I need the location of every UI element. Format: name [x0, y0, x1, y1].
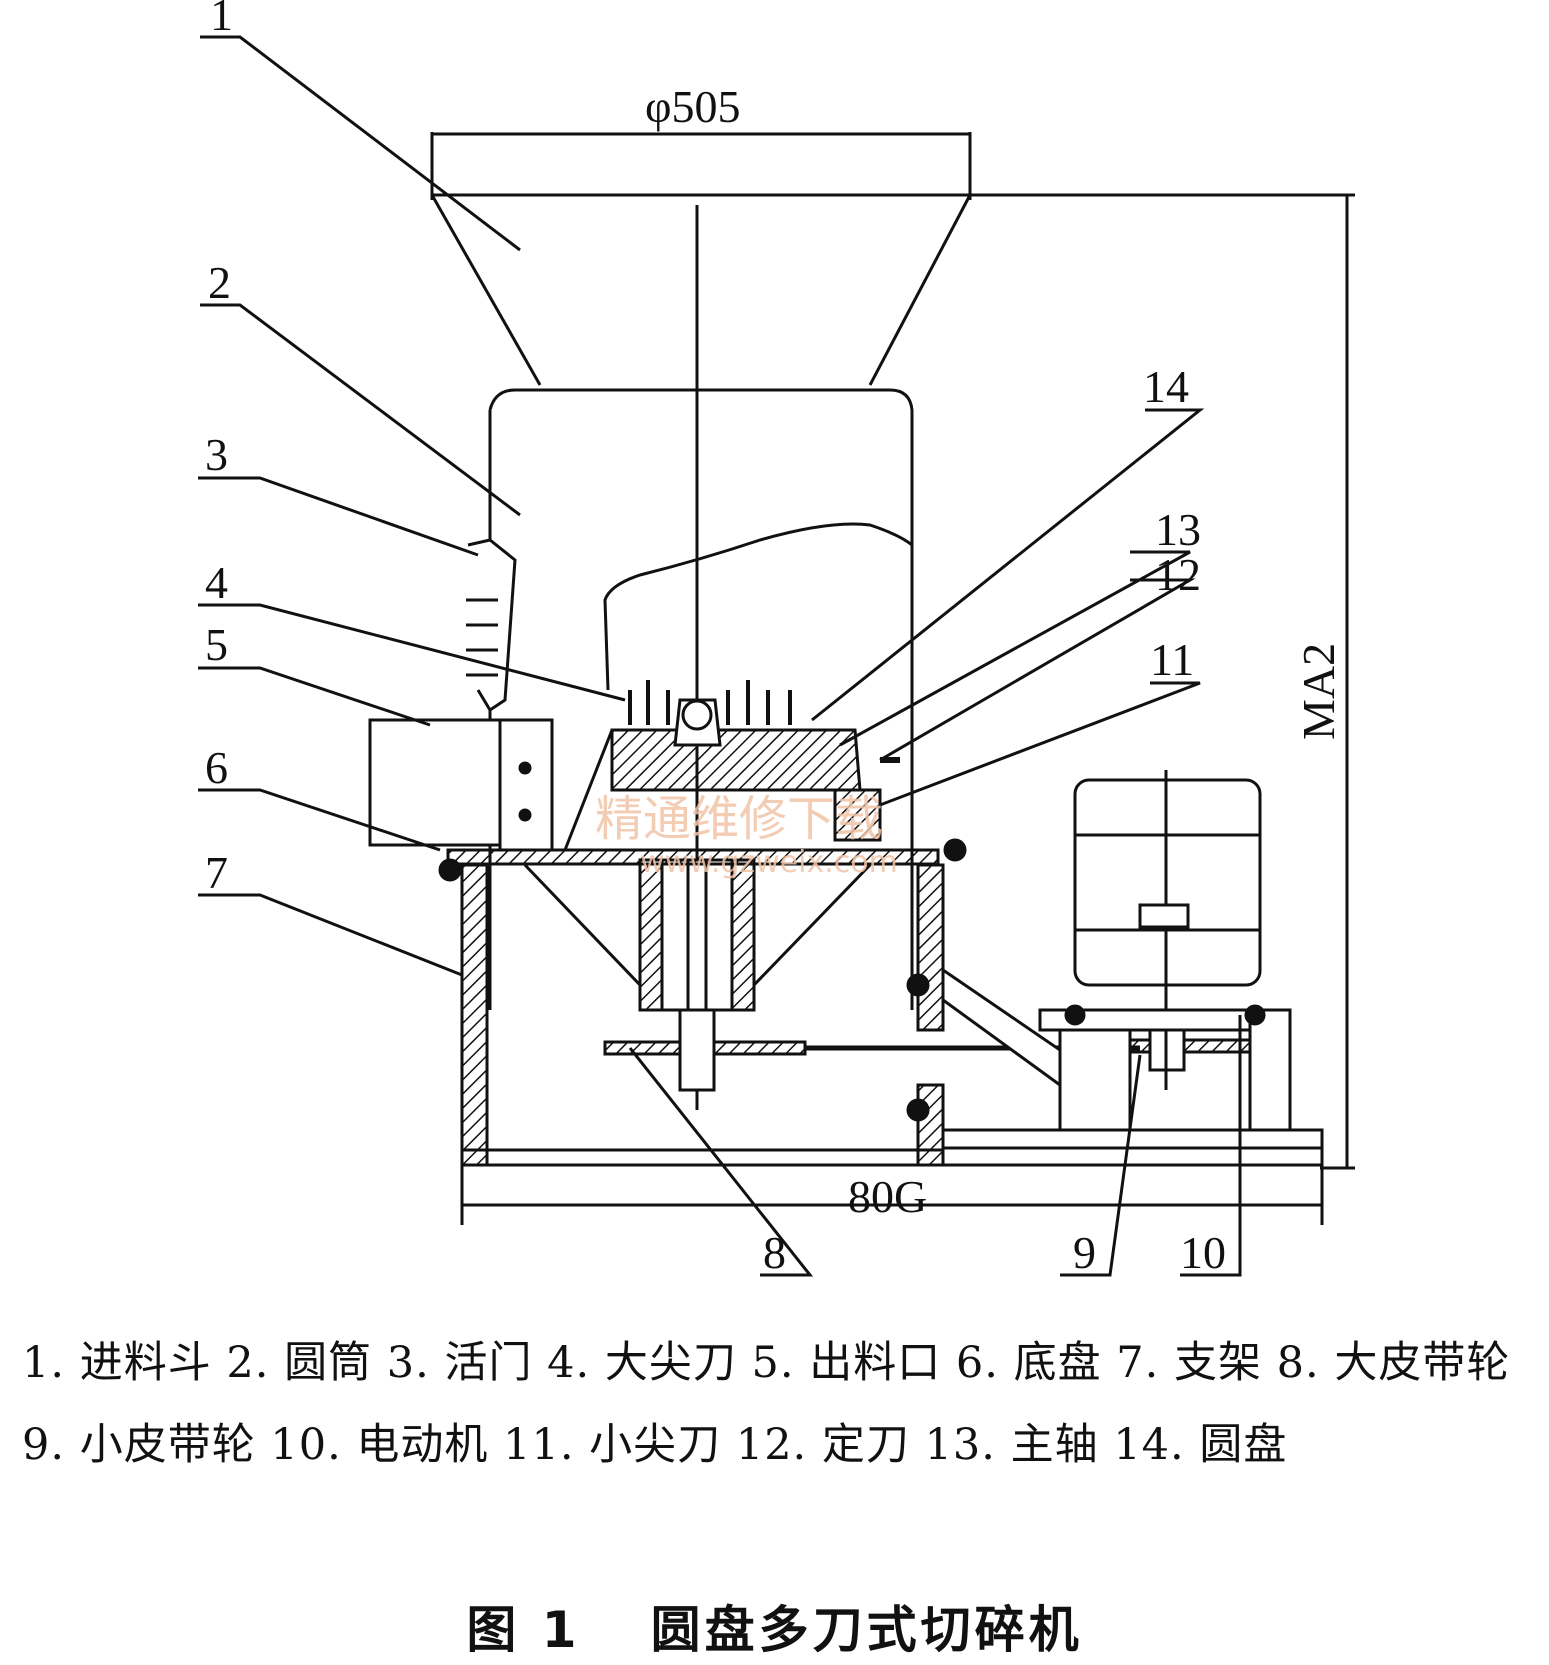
legend-item: 5. 出料口 — [751, 1338, 942, 1388]
legend-item: 8. 大皮带轮 — [1276, 1338, 1511, 1388]
material-outline — [603, 522, 913, 691]
disc — [610, 728, 862, 792]
callout-5: 5 — [205, 619, 228, 670]
dimension-top-diameter — [430, 132, 972, 200]
legend-item: 1. 进料斗 — [22, 1338, 212, 1388]
callout-11: 11 — [1150, 634, 1194, 685]
legend-item: 2. 圆筒 — [226, 1338, 373, 1388]
figure-caption: 图 1 圆盘多刀式切碎机 — [0, 1590, 1549, 1662]
dimension-height — [970, 193, 1355, 1170]
legend-item: 4. 大尖刀 — [547, 1338, 737, 1388]
electric-motor — [1038, 770, 1292, 1132]
support-frame — [438, 838, 1324, 1167]
legend-item: 9. 小皮带轮 — [22, 1420, 256, 1470]
legend-item: 7. 支架 — [1116, 1338, 1262, 1388]
callout-6: 6 — [205, 742, 228, 793]
big-knives — [628, 680, 792, 725]
legend-item: 10. 电动机 — [270, 1420, 489, 1470]
callout-10: 10 — [1180, 1227, 1226, 1278]
trap-door — [466, 538, 517, 713]
callout-8: 8 — [763, 1227, 786, 1278]
dimension-base-width-label: 80G — [848, 1171, 927, 1222]
callout-13: 13 — [1155, 504, 1201, 555]
cutter-machine-diagram: φ505 MA2 80G — [198, 0, 1355, 1278]
callout-4: 4 — [205, 557, 228, 608]
callout-leaders — [198, 35, 1242, 1277]
callout-7: 7 — [205, 847, 228, 898]
feed-hopper — [430, 193, 972, 386]
legend-item: 12. 定刀 — [735, 1420, 910, 1470]
parts-legend: 1. 进料斗 2. 圆筒 3. 活门 4. 大尖刀 5. 出料口 6. 底盘 7… — [22, 1322, 1532, 1486]
callout-12: 12 — [1155, 549, 1201, 600]
dimension-height-label: MA2 — [1293, 643, 1344, 740]
watermark-url: www.gzweix.com — [640, 845, 898, 880]
hub-nut — [681, 699, 713, 731]
figure-title: 圆盘多刀式切碎机 — [650, 1601, 1083, 1659]
chute-slope — [563, 729, 614, 851]
callout-3: 3 — [205, 429, 228, 480]
legend-item: 11. 小尖刀 — [503, 1420, 722, 1470]
figure-number: 图 1 — [466, 1601, 581, 1659]
watermark-text: 精通维修下载 — [595, 791, 883, 847]
callout-14: 14 — [1143, 361, 1189, 412]
callout-numbers: 1 2 3 4 5 6 7 14 13 12 11 8 9 10 — [205, 0, 1226, 1278]
legend-item: 13. 主轴 — [924, 1420, 1099, 1470]
main-shaft-housing — [638, 858, 756, 1012]
legend-item: 14. 圆盘 — [1113, 1420, 1288, 1470]
legend-item: 3. 活门 — [386, 1338, 533, 1388]
discharge-outlet — [368, 718, 554, 852]
base-plate — [446, 848, 940, 866]
dimension-top-diameter-label: φ505 — [645, 81, 741, 132]
dimension-base-width — [460, 1140, 1324, 1225]
fixed-knife — [833, 788, 882, 842]
callout-9: 9 — [1073, 1227, 1096, 1278]
callout-2: 2 — [208, 257, 231, 308]
discharge-cone — [523, 863, 872, 987]
legend-item: 6. 底盘 — [955, 1338, 1102, 1388]
callout-1: 1 — [210, 0, 233, 40]
